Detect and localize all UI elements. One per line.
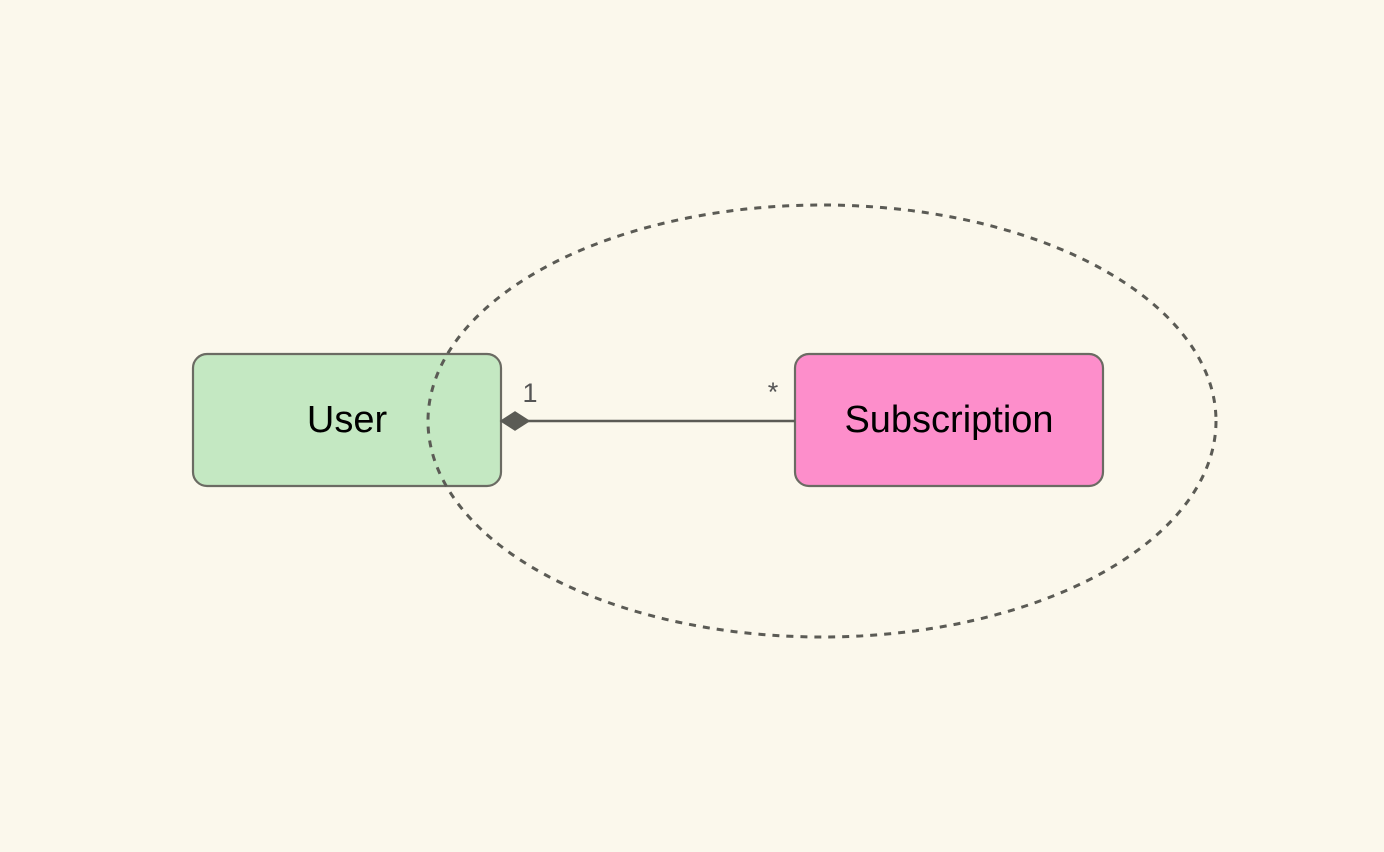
node-user-shape[interactable] xyxy=(191,352,503,488)
node-subscription-label: Subscription xyxy=(844,399,1053,441)
edge-target-multiplicity: * xyxy=(768,377,779,407)
node-subscription[interactable]: Subscription xyxy=(793,352,1105,488)
grouping-boundary-ellipse[interactable] xyxy=(426,203,1218,639)
edge-source-multiplicity: 1 xyxy=(522,378,537,408)
node-user-label: User xyxy=(307,399,388,441)
composition-diamond-icon xyxy=(499,411,531,431)
node-user[interactable]: User xyxy=(191,352,503,488)
edge-user-subscription[interactable]: 1 * xyxy=(499,377,795,431)
